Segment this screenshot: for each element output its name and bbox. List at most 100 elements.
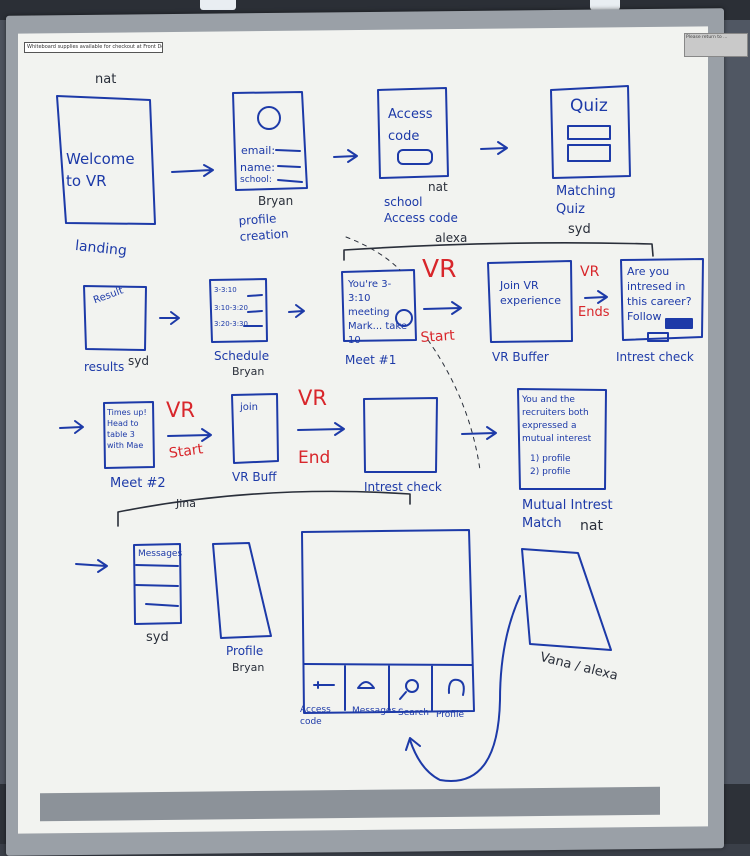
buffer-screen-text: Join VR experience bbox=[500, 279, 561, 307]
schedule-lines bbox=[243, 294, 263, 327]
mutual-caption: Mutual Intrest Match bbox=[522, 498, 613, 531]
quiz-owner: syd bbox=[568, 222, 591, 237]
buffer-frame bbox=[487, 260, 573, 343]
tablet-frame bbox=[301, 529, 475, 714]
meet2-caption: Meet #2 bbox=[110, 476, 166, 491]
tab-key-icon bbox=[313, 681, 335, 689]
row3-vr-start-top: VR bbox=[166, 398, 195, 422]
schedule-caption: Schedule bbox=[214, 349, 270, 363]
landing-frame bbox=[56, 95, 156, 225]
meet1-caption: Meet #1 bbox=[345, 353, 397, 367]
results-owner: syd bbox=[128, 354, 149, 368]
landing-screen-text: Welcome to VR bbox=[66, 150, 135, 190]
arrow bbox=[584, 290, 608, 304]
side-sheet bbox=[521, 548, 612, 651]
arrow bbox=[171, 164, 214, 177]
access-owner: nat bbox=[428, 180, 448, 194]
jina-label: Jina bbox=[176, 497, 197, 510]
quiz-screen-text: Quiz bbox=[570, 96, 608, 116]
corner-sticker: Please return to ... bbox=[684, 33, 748, 57]
landing-owner: nat bbox=[95, 72, 117, 87]
interest2-frame bbox=[363, 397, 438, 473]
schedule-owner: Bryan bbox=[232, 365, 265, 378]
tab-profile-icon bbox=[447, 678, 465, 696]
quiz-frame bbox=[550, 85, 631, 179]
arrow bbox=[159, 311, 180, 325]
schedule-time-2: 3:10-3:20 bbox=[214, 304, 248, 312]
interest1-frame bbox=[620, 258, 704, 341]
profile-field-school: school: bbox=[240, 175, 272, 185]
mutual-owner: nat bbox=[580, 518, 603, 534]
access-screen-text: Access code bbox=[388, 107, 433, 144]
ceiling-light bbox=[200, 0, 236, 10]
interest2-caption: Intrest check bbox=[364, 480, 442, 494]
schedule-time-1: 3-3:10 bbox=[214, 286, 237, 294]
profile-sheet-owner: Bryan bbox=[232, 661, 265, 674]
mutual-frame bbox=[517, 388, 607, 490]
profile-frame bbox=[232, 91, 308, 191]
follow-base bbox=[647, 332, 669, 342]
row4-lead-arrow bbox=[75, 559, 108, 573]
access-input bbox=[397, 149, 433, 165]
results-frame bbox=[83, 285, 147, 351]
profile-sheet bbox=[212, 542, 272, 639]
dashed-connector bbox=[345, 236, 481, 471]
messages-lines bbox=[135, 564, 179, 607]
tab-label-messages: Messages bbox=[352, 706, 397, 716]
arrow bbox=[333, 149, 358, 163]
vrbuff-caption: VR Buff bbox=[232, 470, 277, 484]
tablet-tabbar bbox=[303, 663, 473, 711]
jina-bracket bbox=[117, 490, 411, 527]
arrow bbox=[297, 422, 345, 436]
access-frame bbox=[377, 87, 449, 179]
meet2-screen-text: Times up! Head to table 3 with Mae bbox=[107, 408, 147, 450]
alexa-bracket bbox=[343, 242, 654, 261]
meet1-screen-text: You're 3-3:10 meeting Mark... take 10 bbox=[348, 279, 408, 346]
schedule-time-3: 3:20-3:30 bbox=[214, 320, 248, 328]
return-arrow bbox=[405, 595, 521, 782]
profile-caption: profile creation bbox=[238, 211, 290, 244]
vrbuff-frame bbox=[231, 393, 279, 464]
row3-vr-end-top: VR bbox=[298, 386, 327, 410]
messages-caption: syd bbox=[146, 630, 169, 645]
mutual-list-1: 1) profile bbox=[530, 454, 571, 464]
schedule-frame bbox=[209, 278, 268, 343]
messages-screen-text: Messages bbox=[138, 549, 183, 559]
vr-start-top: VR bbox=[422, 254, 457, 283]
row3-lead-arrow bbox=[59, 420, 84, 434]
tab-label-search: Search bbox=[398, 708, 429, 718]
tab-label-access-code: Access code bbox=[300, 705, 331, 727]
arrow bbox=[461, 426, 497, 440]
arrow bbox=[480, 141, 508, 155]
meet1-frame bbox=[341, 269, 417, 342]
tab-search-handle bbox=[399, 691, 407, 700]
follow-button bbox=[665, 318, 693, 329]
left-wall bbox=[0, 20, 10, 844]
profile-field-lines bbox=[275, 149, 303, 183]
tab-search-icon bbox=[405, 679, 419, 693]
vrbuff-screen-text: join bbox=[240, 402, 259, 413]
alexa-label: alexa bbox=[435, 231, 468, 245]
ceiling-light bbox=[590, 0, 620, 10]
arrow bbox=[423, 301, 462, 315]
messages-frame bbox=[133, 543, 182, 625]
arrow bbox=[167, 428, 212, 442]
results-caption: results bbox=[84, 360, 125, 374]
profile-sheet-caption: Profile bbox=[226, 644, 264, 658]
quiz-option bbox=[567, 144, 611, 162]
mutual-screen-text: You and the recruiters both expressed a … bbox=[522, 395, 592, 444]
access-caption: school Access code bbox=[384, 195, 458, 225]
meet1-face bbox=[395, 309, 413, 327]
meet2-frame bbox=[103, 401, 155, 469]
row3-vr-end-bottom: End bbox=[298, 448, 331, 468]
vr-ends-top: VR bbox=[580, 264, 600, 280]
interest1-screen-text: Are you intresed in this career? Follow bbox=[627, 265, 692, 323]
profile-avatar bbox=[257, 106, 281, 130]
interest1-caption: Intrest check bbox=[616, 350, 694, 364]
quiz-option bbox=[567, 125, 611, 140]
profile-owner: Bryan bbox=[258, 194, 294, 208]
profile-field-name: name: bbox=[240, 161, 275, 174]
quiz-caption: Matching Quiz bbox=[556, 184, 616, 217]
tab-label-profile: Profile bbox=[436, 710, 464, 720]
